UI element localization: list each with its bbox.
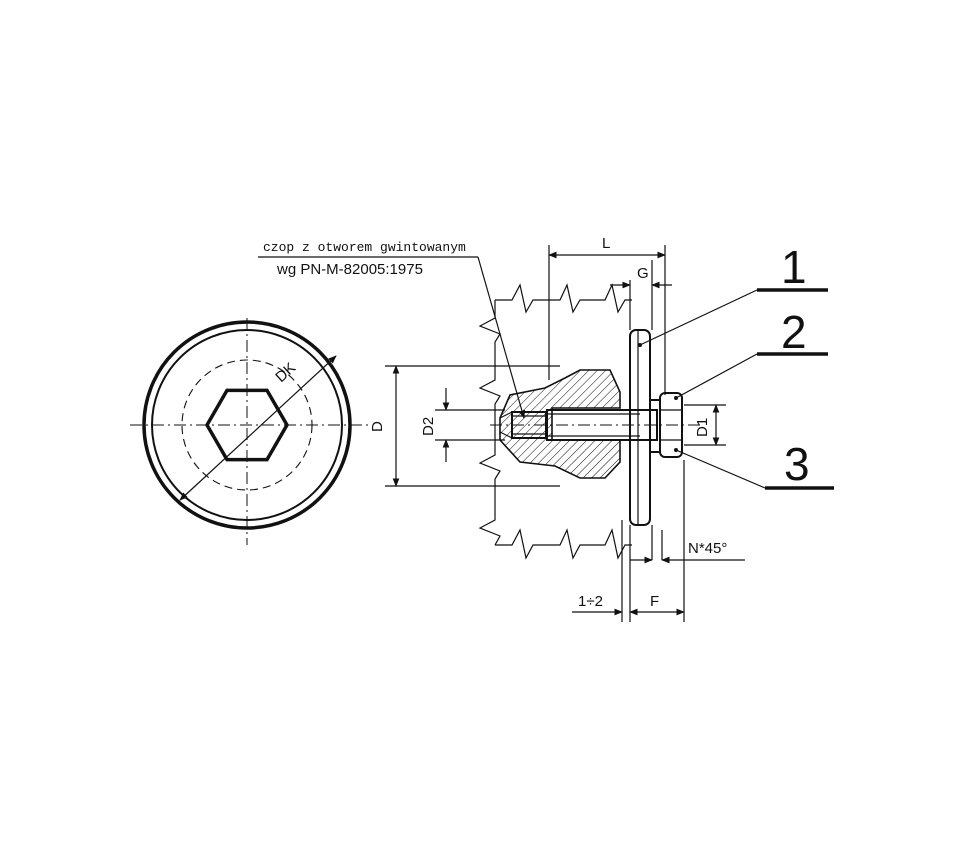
dim-l-label: L bbox=[602, 235, 610, 252]
dk-label: DK bbox=[272, 359, 299, 386]
callout-1: 1 bbox=[781, 241, 807, 293]
section-view bbox=[478, 283, 700, 560]
cover-plate bbox=[629, 329, 651, 526]
note-line-1: czop z otworem gwintowanym bbox=[263, 240, 466, 255]
callout-3: 3 bbox=[784, 438, 810, 490]
note-line-2: wg PN-M-82005:1975 bbox=[276, 261, 423, 278]
dim-d-label: D bbox=[369, 421, 386, 432]
flat-washer bbox=[649, 399, 661, 453]
dim-f-label: F bbox=[650, 593, 659, 610]
note-annotation: czop z otworem gwintowanym wg PN-M-82005… bbox=[258, 240, 526, 419]
note-leader bbox=[477, 256, 526, 419]
break-line-left bbox=[478, 300, 501, 546]
bolt-shaft bbox=[546, 409, 658, 441]
dim-g-label: G bbox=[637, 265, 649, 282]
hatched-body bbox=[499, 369, 621, 479]
callout-2: 2 bbox=[781, 306, 807, 358]
callouts: 1 2 3 bbox=[638, 241, 834, 490]
dim-d1-label: D1 bbox=[694, 418, 711, 437]
break-line-top bbox=[495, 283, 632, 314]
dim-d2-label: D2 bbox=[420, 417, 437, 436]
dimensions: L G D D2 D1 N*45° 1÷2 bbox=[369, 235, 745, 622]
dk-dimension-line bbox=[179, 355, 337, 501]
dim-gap-label: 1÷2 bbox=[578, 593, 603, 610]
end-view: DK bbox=[130, 318, 370, 545]
dim-chamfer-label: N*45° bbox=[688, 540, 727, 557]
break-line-bottom bbox=[495, 528, 632, 560]
